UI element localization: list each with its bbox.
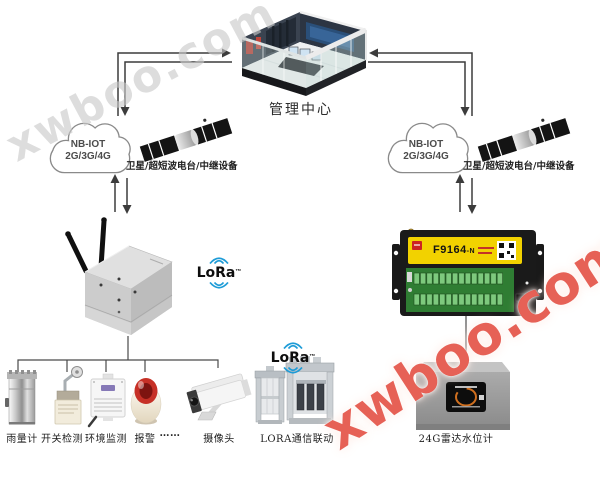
rtu-model-suffix: -N [466, 248, 476, 255]
left-satellite-icon [139, 118, 233, 162]
env-monitor-illustration [87, 373, 126, 428]
lora-tm: ™ [309, 354, 316, 360]
left-satellite-label: 卫星/超短波电台/中继设备 [126, 161, 238, 172]
lora-brand-text: LoRa [270, 350, 310, 366]
left-cloud [49, 122, 131, 174]
alarm-label: 报警 [134, 434, 156, 445]
camera-label: 摄像头 [203, 434, 235, 445]
right-cloud [387, 122, 469, 174]
right-cloud-line1: NB-IOT [408, 139, 444, 150]
right-satellite-label: 卫星/超短波电台/中继设备 [463, 161, 575, 172]
right-cloud-label: NB-IOT 2G/3G/4G [387, 139, 465, 162]
rtu-model-label: F9164-N [433, 244, 475, 256]
radar-level-meter-illustration [416, 362, 510, 430]
lora-waves-top-icon [209, 257, 229, 264]
arrowheads [110, 48, 477, 214]
ellipsis-label: …… [159, 428, 181, 439]
lora-tm: ™ [235, 269, 242, 275]
left-cloud-label: NB-IOT 2G/3G/4G [49, 139, 127, 162]
management-center-illustration [241, 10, 368, 96]
lora-linkage-label: LORA通信联动 [260, 434, 334, 445]
management-center-label: 管理中心 [269, 102, 333, 118]
left-cloud-line1: NB-IOT [70, 139, 106, 150]
connector-arrows [114, 52, 473, 212]
lora-linkage-illustration [254, 356, 335, 424]
rain-gauge-label: 雨量计 [6, 434, 38, 445]
lora-waves-top-icon [283, 342, 303, 349]
rtu-model-number: F9164 [433, 244, 467, 256]
lora-logo: LoRa™ [270, 340, 316, 376]
lora-waves-bottom-icon [283, 367, 303, 374]
env-monitor-label: 环境监测 [85, 434, 127, 445]
radar-level-label: 24G雷达水位计 [418, 434, 494, 445]
alarm-siren-illustration [130, 378, 162, 425]
sensor-bus-lines [17, 316, 467, 372]
lora-gateway-illustration [65, 217, 173, 335]
right-satellite-icon [477, 118, 571, 162]
left-cloud-line2: 2G/3G/4G [65, 150, 111, 162]
rain-gauge-illustration [5, 370, 37, 425]
switch-detect-label: 开关检测 [41, 434, 83, 445]
rtu-f9164-illustration [392, 228, 544, 316]
limit-switch-illustration [54, 366, 83, 425]
lora-logo: LoRa™ [196, 255, 242, 291]
camera-illustration [186, 373, 252, 421]
lora-waves-bottom-icon [209, 282, 229, 289]
right-cloud-line2: 2G/3G/4G [403, 150, 449, 162]
lora-brand-text: LoRa [196, 265, 236, 281]
